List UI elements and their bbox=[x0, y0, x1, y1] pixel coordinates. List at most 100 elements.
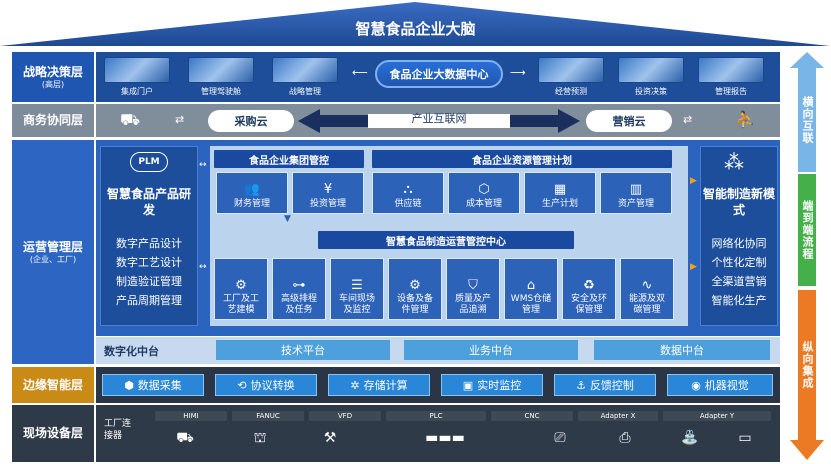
data-platform: 数据中台 bbox=[594, 340, 770, 360]
layer-label-strategy: 战略决策层 (高层) bbox=[12, 52, 94, 102]
vertical-integration-label: 纵向集成 bbox=[801, 341, 814, 389]
edge-protocol-convert: ⟲协议转换 bbox=[215, 374, 317, 396]
procurement-cloud: 采购云 bbox=[208, 110, 294, 132]
cube-icon: ⬢ bbox=[124, 378, 134, 392]
calendar-icon: ▦ bbox=[553, 182, 567, 198]
protocol-tag: VFD bbox=[309, 411, 381, 421]
module-investment: ¥投资管理 bbox=[292, 172, 364, 214]
eye-icon: ◉ bbox=[691, 378, 701, 392]
edge-storage-compute: ✲存储计算 bbox=[328, 374, 430, 396]
cube-icon: ⬡ bbox=[478, 182, 490, 198]
big-data-center: 食品企业大数据中心 bbox=[375, 60, 503, 88]
smart-mfg-card bbox=[700, 146, 778, 326]
marketing-cloud: 营销云 bbox=[586, 110, 672, 132]
smart-mfg-item: 全渠道营销 bbox=[711, 275, 767, 288]
faucet-icon: ⛲ bbox=[681, 430, 699, 446]
people-icon: 👥 bbox=[243, 182, 261, 198]
conveyor-icon: ▬▬▬ bbox=[425, 430, 465, 446]
network-icon: ⛬ bbox=[403, 182, 413, 198]
plm-item: 数字产品设计 bbox=[116, 237, 182, 250]
protocol-tag: FANUC bbox=[232, 411, 304, 421]
edge-realtime-monitor: ▣实时监控 bbox=[441, 374, 543, 396]
protocol-tag: Adapter X bbox=[578, 411, 658, 421]
doc-gear-icon: ⚙ bbox=[235, 278, 247, 294]
tech-platform: 技术平台 bbox=[216, 340, 390, 360]
plm-item: 制造验证管理 bbox=[116, 275, 182, 288]
smart-mfg-item: 个性化定制 bbox=[711, 256, 767, 269]
module-production-plan: ▦生产计划 bbox=[524, 172, 596, 214]
module-cost: ⬡成本管理 bbox=[448, 172, 520, 214]
arrow-right-icon: ⟶ bbox=[510, 66, 526, 79]
horizontal-interconnect-label: 横向互联 bbox=[801, 96, 814, 144]
strategy-item-label: 战略管理 bbox=[289, 87, 321, 96]
edge-row bbox=[96, 367, 780, 403]
arrow-left-icon: ⟵ bbox=[352, 66, 368, 79]
module-safety-env: ♻安全及环保管理 bbox=[562, 258, 616, 320]
right-arrow-icon: ▶ bbox=[690, 262, 697, 272]
right-arrow-icon: ▶ bbox=[690, 176, 697, 186]
double-arrow-icon: ↔ bbox=[199, 262, 207, 272]
strategy-item-label: 经营预测 bbox=[555, 87, 587, 96]
list-icon: ☰ bbox=[351, 278, 363, 294]
equipment-icon: ⚙ bbox=[409, 278, 421, 294]
horizontal-interconnect-arrow bbox=[790, 52, 824, 172]
strategy-item-label: 管理报告 bbox=[715, 87, 747, 96]
edge-feedback-control: ⚓反馈控制 bbox=[554, 374, 656, 396]
erp-title: 食品企业资源管理计划 bbox=[372, 150, 672, 168]
strategy-item-label: 管理驾驶舱 bbox=[201, 87, 241, 96]
smart-mfg-item: 网络化协同 bbox=[711, 237, 767, 250]
mom-title: 智慧食品制造运营管控中心 bbox=[318, 231, 574, 249]
group-control-title: 食品企业集团管控 bbox=[214, 150, 364, 168]
module-equipment: ⚙设备及备件管理 bbox=[388, 258, 442, 320]
protocol-tag: HIMI bbox=[155, 411, 227, 421]
layer-label-operations: 运营管理层 (企业、工厂) bbox=[12, 140, 94, 364]
strategy-image bbox=[272, 57, 338, 83]
portal-image bbox=[104, 57, 170, 83]
platform-label: 数字化中台 bbox=[104, 345, 159, 358]
report-image bbox=[698, 57, 764, 83]
module-scheduling: ⊶高级排程及任务 bbox=[272, 258, 326, 320]
exchange-arrows-icon: ⇄ bbox=[175, 113, 185, 126]
agv-icon: ⛟ bbox=[176, 430, 194, 446]
warehouse-icon: ⌂ bbox=[526, 278, 536, 294]
smart-mfg-title: 智能制造新模式 bbox=[702, 187, 775, 217]
edge-data-collection: ⬢数据采集 bbox=[102, 374, 204, 396]
module-asset: ▥资产管理 bbox=[600, 172, 672, 214]
plm-item: 产品周期管理 bbox=[116, 294, 182, 307]
plm-card bbox=[100, 146, 198, 326]
module-energy-carbon: ∿能源及双碳管理 bbox=[620, 258, 674, 320]
industrial-internet-arrow bbox=[298, 109, 580, 133]
end-to-end-label: 端到端流程 bbox=[801, 200, 814, 260]
roof-banner bbox=[0, 2, 830, 46]
strategy-item-label: 集成门户 bbox=[121, 87, 153, 96]
exchange-arrows-icon: ⇄ bbox=[683, 113, 693, 126]
sync-icon: ⟲ bbox=[237, 378, 247, 392]
camera-icon: ▭ bbox=[738, 430, 752, 446]
edge-machine-vision: ◉机器视觉 bbox=[667, 374, 773, 396]
anchor-icon: ⚓ bbox=[576, 378, 586, 392]
layer-label-field: 现场设备层 bbox=[12, 405, 94, 462]
double-arrow-icon: ↔ bbox=[199, 160, 207, 170]
vertical-integration-arrow bbox=[790, 290, 824, 460]
page-title: 智慧食品企业大脑 bbox=[355, 20, 476, 38]
strategy-item-label: 投资决策 bbox=[635, 87, 667, 96]
recycle-icon: ♻ bbox=[583, 278, 595, 294]
plm-title: 智慧食品产品研发 bbox=[106, 187, 191, 217]
truck-person-icon: ⛟ bbox=[120, 110, 141, 129]
network-nodes-icon: ⁂ bbox=[724, 150, 744, 174]
person-cart-icon: ⛹ bbox=[735, 110, 755, 129]
end-to-end-bar bbox=[798, 174, 816, 286]
protocol-tag: CNC bbox=[491, 411, 573, 421]
smart-mfg-item: 智能化生产 bbox=[711, 294, 767, 307]
gear-icon: ✲ bbox=[350, 378, 360, 392]
wave-icon: ∿ bbox=[641, 278, 653, 294]
scanner-icon: ⎙ bbox=[619, 430, 631, 446]
industrial-internet-label: 产业互联网 bbox=[411, 112, 467, 125]
protocol-tag: Adapter Y bbox=[663, 411, 771, 421]
module-finance: 👥财务管理 bbox=[216, 172, 288, 214]
robot-arm-icon: ⚒ bbox=[323, 430, 337, 446]
plm-item: 数字工艺设计 bbox=[116, 256, 182, 269]
business-platform: 业务中台 bbox=[404, 340, 578, 360]
shield-icon: ⛉ bbox=[468, 278, 478, 294]
yen-icon: ¥ bbox=[323, 182, 333, 198]
